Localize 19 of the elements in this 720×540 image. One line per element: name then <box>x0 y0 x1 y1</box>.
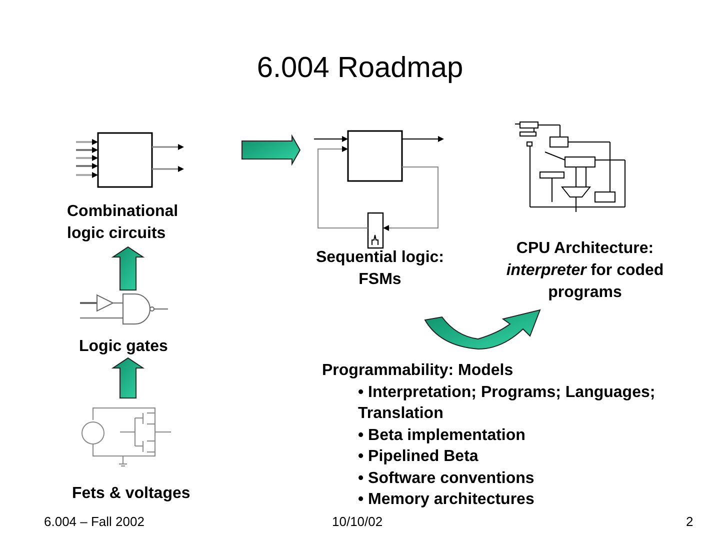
block-arrow <box>242 134 301 166</box>
block-arrow <box>111 246 145 290</box>
node-caption: Combinational logic circuits <box>67 202 180 244</box>
section-heading: Programmability: Models <box>322 361 514 381</box>
bullet-item: • Software conventions <box>358 468 536 488</box>
slide-title: 6.004 Roadmap <box>256 51 464 86</box>
block-arrow <box>111 357 145 398</box>
bullet-item: • Pipelined Beta <box>358 447 480 467</box>
node-caption: Sequential logic: FSMs <box>314 248 445 290</box>
block-arrow <box>424 310 540 350</box>
node-caption: Fets & voltages <box>72 484 190 504</box>
footer-text: 6.004 – Fall 2002 <box>44 513 144 531</box>
bullet-item: • Beta implementation <box>358 426 526 446</box>
node-caption: CPU Architecture: interpreter for coded programs <box>505 239 665 303</box>
date-text: 10/10/02 <box>332 513 383 531</box>
bullet-item: • Memory architectures <box>358 490 536 510</box>
bullet-item: • Interpretation; Programs; Languages; Translation <box>358 382 656 424</box>
page-number: 2 <box>686 513 694 531</box>
node-caption: Logic gates <box>79 337 168 357</box>
